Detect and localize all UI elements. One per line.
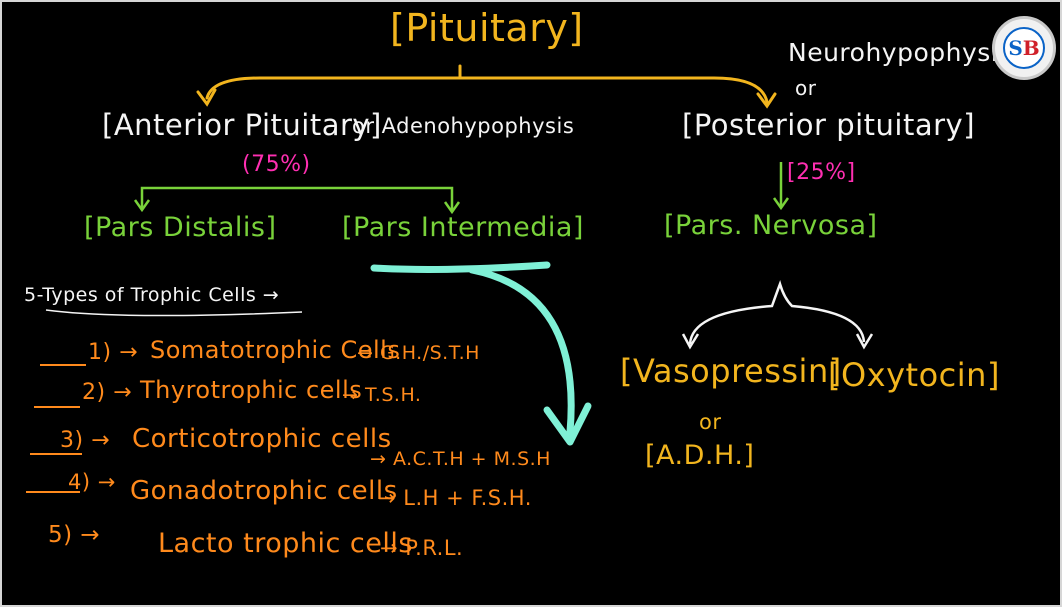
trophic-cells-heading: 5-Types of Trophic Cells → [24,284,280,306]
anterior-split-arrowhead-right [443,201,461,215]
oxytocin-label: [Oxytocin] [828,356,1000,394]
posterior-down-arrowhead [772,197,790,211]
hormone-split-brace [688,280,866,345]
brace-arrowhead-right [855,333,874,350]
sb-logo-icon: SB [992,16,1056,80]
trophic-item-5-hormone: → P.R.L. [380,536,464,560]
trophic-item-2-num: 2) → [82,380,133,405]
pars-intermedia-label: [Pars Intermedia] [342,212,584,243]
title-pituitary: [Pituitary] [390,6,584,50]
trophic-heading-underline [45,309,303,317]
title-branch-connector [205,64,769,104]
pars-distalis-label: [Pars Distalis] [84,212,277,243]
anterior-percent: (75%) [242,152,311,177]
curved-arrow-head [543,402,592,446]
trophic-item-2-hormone: → T.S.H. [342,384,422,406]
trophic-item-3-hormone: → A.C.T.H + M.S.H [370,448,551,470]
anterior-split-arrowhead-left [133,199,151,213]
vasopressin-label: [Vasopressin] [620,352,842,390]
vasopressin-or-label: or [699,410,722,434]
posterior-pituitary-label: [Posterior pituitary] [682,108,976,142]
right-branch-arrowhead [756,92,777,109]
adenohypophysis-label: or Adenohypophysis [352,114,575,138]
trophic-item-3-cell: Corticotrophic cells [132,424,392,454]
pars-intermedia-underline [370,261,551,273]
pars-nervosa-label: [Pars. Nervosa] [664,210,878,241]
left-branch-arrowhead [196,88,217,107]
sb-logo-letters: SB [1003,27,1045,69]
trophic-item-4-hormone: → L.H + F.S.H. [378,486,532,510]
trophic-item-1-num: 1) → [88,340,139,365]
logo-letter-s: S [1008,36,1023,60]
trophic-item-2-cell: Thyrotrophic cells [140,376,363,404]
brace-arrowhead-left [681,333,700,350]
trophic-item-3-num: 3) → [60,428,111,453]
curved-arrow-to-trophic [468,266,575,436]
anterior-pituitary-label: [Anterior Pituitary] [102,108,382,142]
trophic-item-4-num: 4) → [68,470,116,494]
posterior-percent: [25%] [787,160,856,185]
neurohypophysis-label: Neurohypophysis [788,38,1012,67]
trophic-item-1-cell: Somatotrophic Cells [150,336,401,364]
trophic-item-5-num: 5) → [48,522,101,548]
trophic-item-1-hormone: → G.H./S.T.H [357,342,480,364]
adh-label: [A.D.H.] [645,440,755,471]
posterior-or-label: or [795,76,817,100]
anterior-split-connector [140,186,454,212]
logo-letter-b: B [1022,36,1040,60]
trophic-item-4-cell: Gonadotrophic cells [130,476,398,506]
trophic-item-5-cell: Lacto trophic cells [158,528,413,559]
